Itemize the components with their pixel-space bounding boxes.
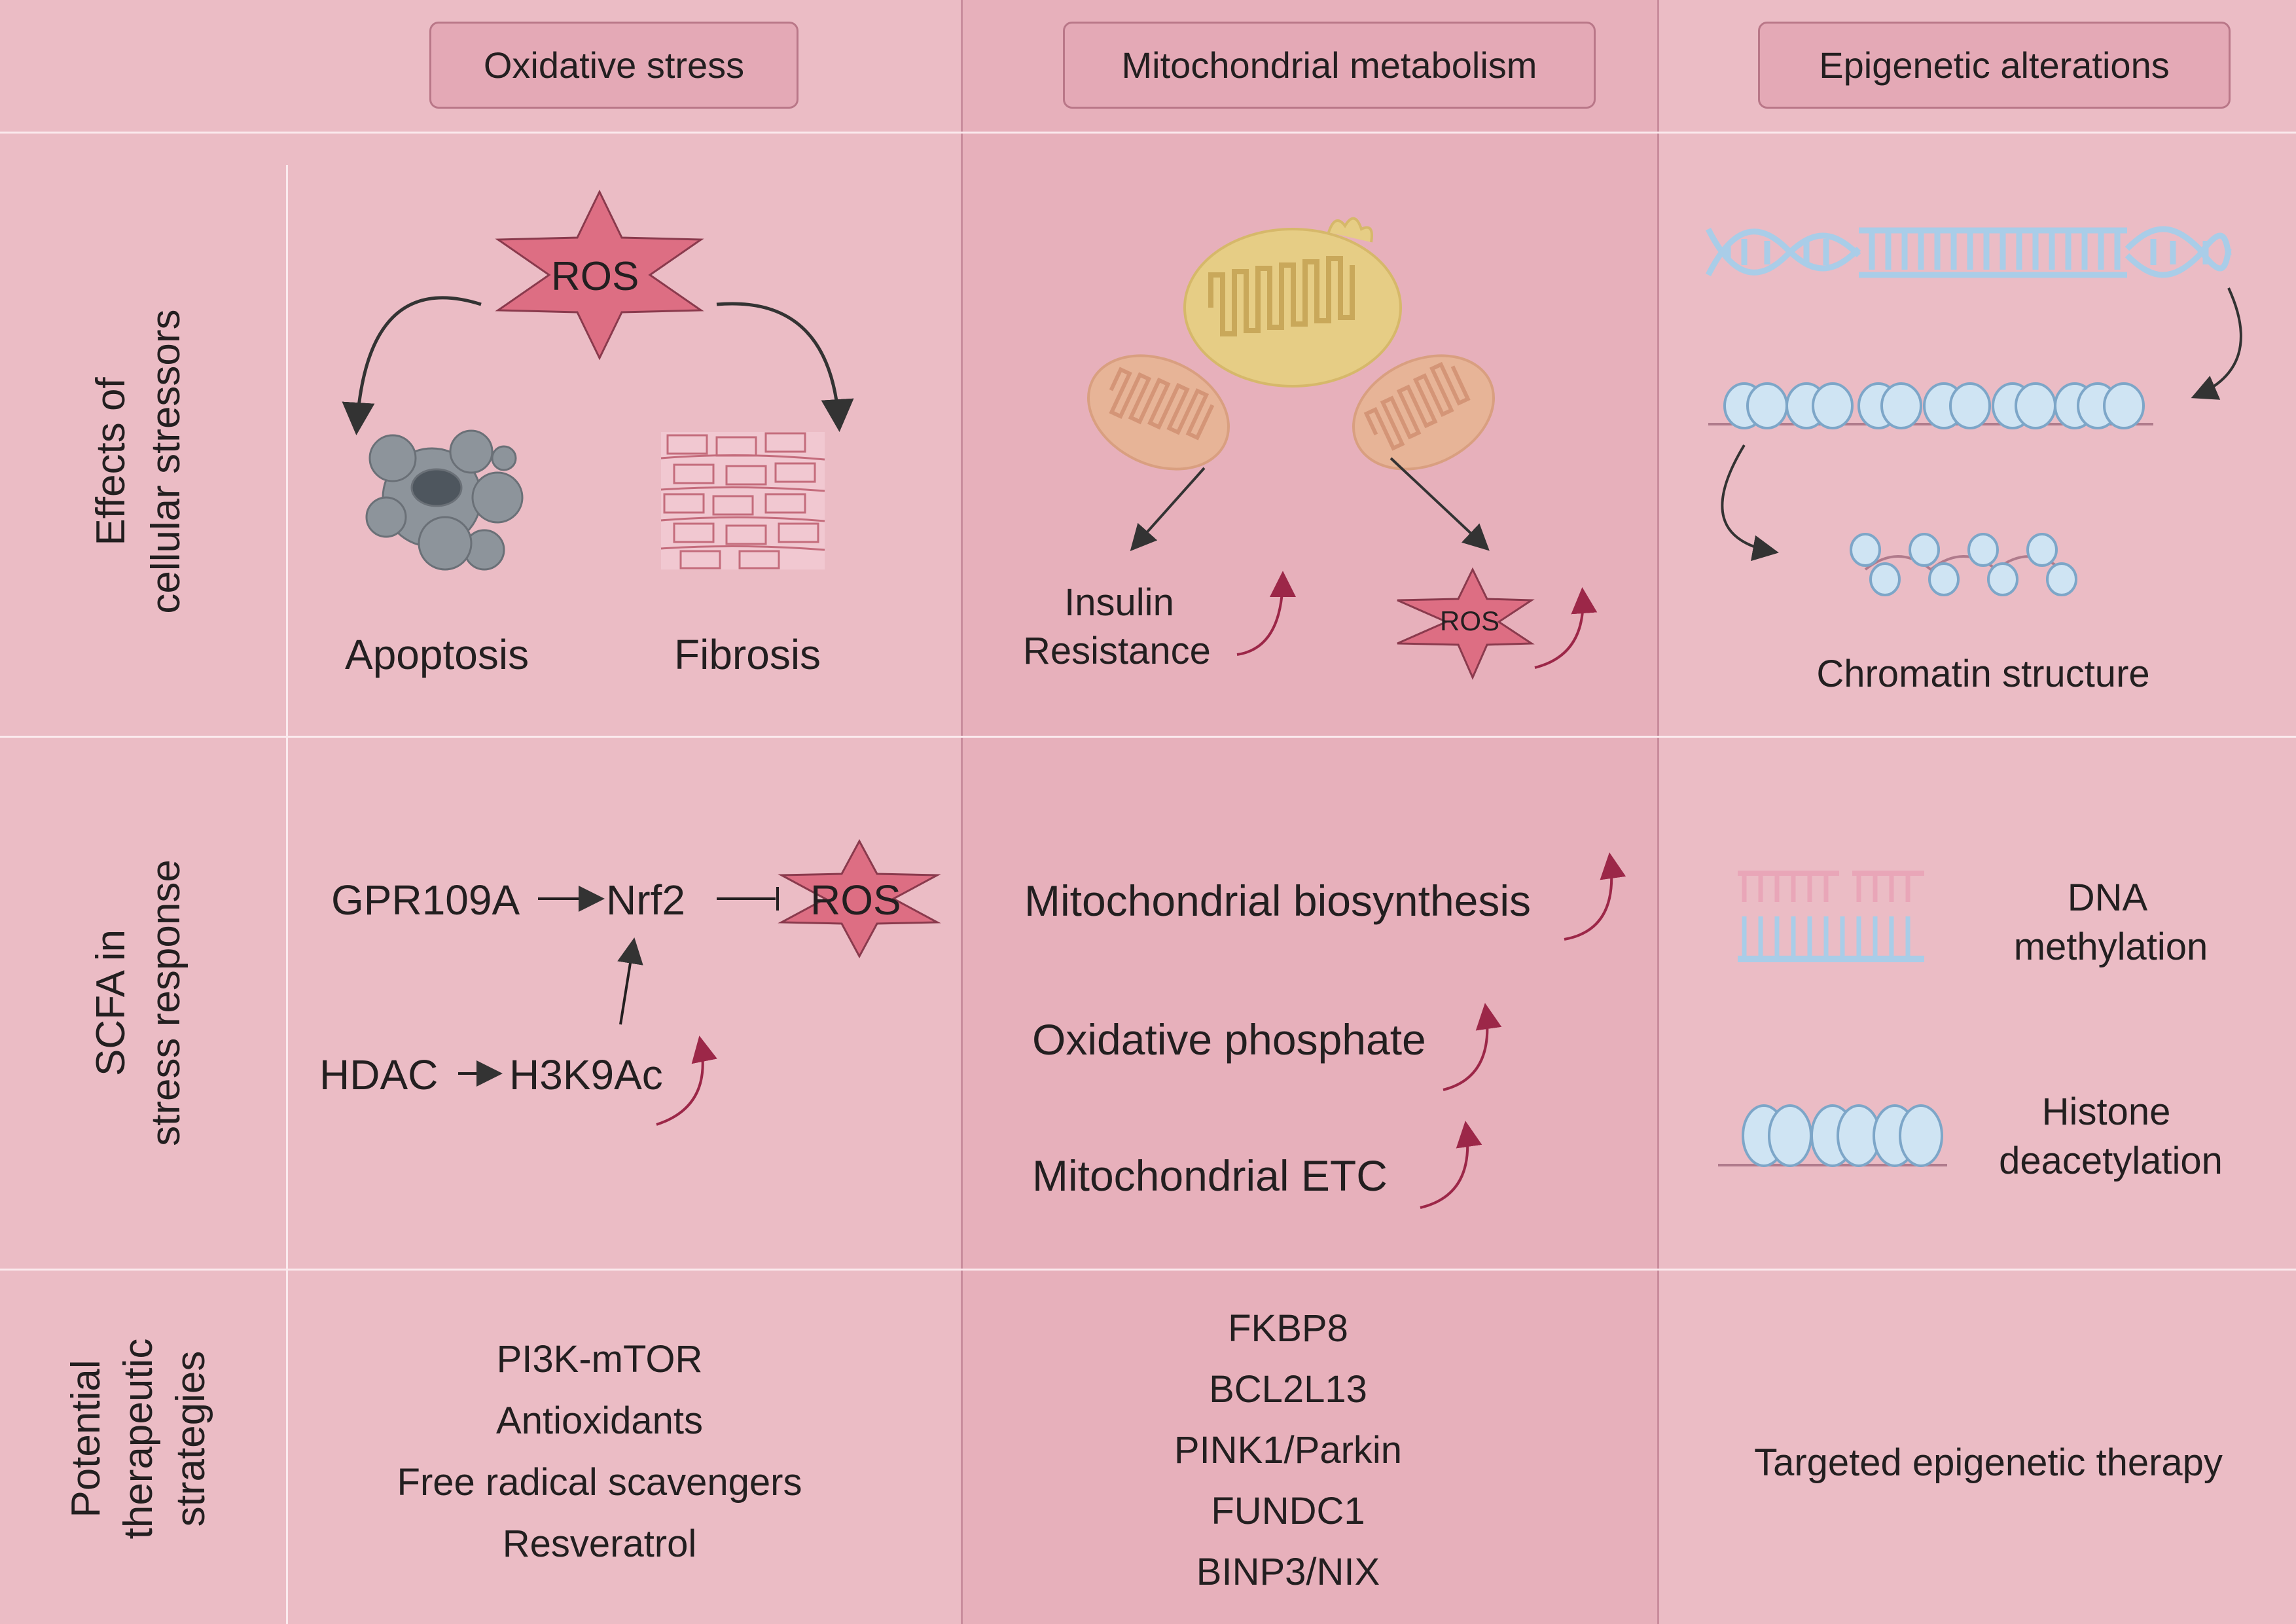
- fibrosis-label: Fibrosis: [674, 631, 821, 678]
- oxidative-phosphate-label: Oxidative phosphate: [1032, 1015, 1426, 1064]
- ros-small-label: ROS: [1440, 605, 1500, 636]
- open-chromatin-icon: [1850, 533, 2077, 596]
- therapy-item: PINK1/Parkin: [1174, 1429, 1403, 1471]
- increase-arrow-icon: [1534, 587, 1598, 669]
- arrow-to-fibrosis-icon: [716, 302, 854, 432]
- header-mitochondrial-metabolism: Mitochondrial metabolism: [1063, 22, 1596, 109]
- histone-icon: [1718, 1104, 1947, 1167]
- ros-scfa-label: ROS: [810, 876, 901, 924]
- arrow-to-apoptosis-icon: [342, 296, 482, 435]
- increase-arrow-icon: [1420, 1121, 1482, 1209]
- header-oxidative-stress: Oxidative stress: [429, 22, 798, 109]
- apoptosis-cell-icon: [365, 429, 524, 571]
- methylation-label: methylation: [2013, 926, 2208, 968]
- ros-label: ROS: [551, 254, 639, 299]
- column-divider: [961, 0, 963, 1624]
- therapy-item: Resveratrol: [502, 1523, 697, 1565]
- row-divider: [0, 132, 2296, 134]
- increase-arrow-icon: [1236, 571, 1296, 656]
- therapy-item: BINP3/NIX: [1196, 1551, 1380, 1593]
- therapy-item: FUNDC1: [1211, 1490, 1365, 1532]
- increase-arrow-icon: [1564, 852, 1626, 941]
- dna-label: DNA: [2067, 876, 2148, 919]
- mitochondrion-right-icon: [1352, 354, 1495, 471]
- arrow-h3k9ac-nrf2-icon: [617, 937, 643, 1025]
- gpr109a-label: GPR109A: [331, 876, 520, 924]
- oxidative-therapy-list: PI3K-mTOR Antioxidants Free radical scav…: [397, 1329, 802, 1575]
- ros-star-icon: [495, 189, 704, 361]
- ros-star-scfa-icon: [778, 839, 941, 959]
- arrow-to-ros-icon: [1390, 457, 1490, 551]
- hdac-label: HDAC: [319, 1051, 439, 1098]
- increase-arrow-icon: [1443, 1003, 1502, 1091]
- mitochondrion-left-icon: [1087, 354, 1230, 471]
- header-label: Mitochondrial metabolism: [1121, 45, 1537, 86]
- row-divider: [0, 736, 2296, 738]
- mitochondrion-large-icon: [1183, 217, 1402, 388]
- insulin-label: Insulin: [1064, 581, 1174, 624]
- mitochondrial-therapy-list: FKBP8 BCL2L13 PINK1/Parkin FUNDC1 BINP3/…: [1174, 1298, 1402, 1602]
- header-label: Oxidative stress: [483, 45, 745, 86]
- dna-methylation-icon: [1738, 871, 1924, 962]
- arrow-dna-to-nucleosome-icon: [2191, 287, 2242, 400]
- therapy-item: BCL2L13: [1209, 1368, 1367, 1411]
- epigenetic-therapy-label: Targeted epigenetic therapy: [1754, 1441, 2223, 1484]
- therapy-item: PI3K-mTOR: [496, 1338, 703, 1380]
- mitochondrial-etc-label: Mitochondrial ETC: [1032, 1151, 1388, 1200]
- resistance-label: Resistance: [1023, 630, 1211, 672]
- deacetylation-label: deacetylation: [1999, 1140, 2223, 1182]
- histone-label: Histone: [2041, 1091, 2171, 1133]
- h3k9ac-label: H3K9Ac: [509, 1051, 663, 1098]
- increase-arrow-icon: [656, 1036, 717, 1126]
- fibrosis-tissue-icon: [660, 432, 825, 569]
- nucleosome-array-icon: [1708, 382, 2153, 429]
- label-divider: [286, 165, 288, 1624]
- therapy-item: FKBP8: [1228, 1307, 1348, 1350]
- therapy-item: Free radical scavengers: [397, 1461, 802, 1504]
- row-divider: [0, 1269, 2296, 1271]
- nrf2-label: Nrf2: [606, 876, 685, 924]
- dna-helix-icon: [1705, 226, 2232, 278]
- header-epigenetic-alterations: Epigenetic alterations: [1758, 22, 2231, 109]
- apoptosis-label: Apoptosis: [345, 631, 529, 678]
- therapy-item: Antioxidants: [496, 1399, 703, 1442]
- chromatin-structure-label: Chromatin structure: [1816, 653, 2150, 695]
- column-divider: [1657, 0, 1659, 1624]
- header-label: Epigenetic alterations: [1819, 45, 2170, 86]
- arrow-to-insulin-icon: [1130, 467, 1206, 551]
- ros-star-small-icon: [1397, 567, 1535, 680]
- arrow-nucleosome-to-chromatin-icon: [1721, 444, 1779, 562]
- mitochondrial-biosynthesis-label: Mitochondrial biosynthesis: [1024, 876, 1532, 925]
